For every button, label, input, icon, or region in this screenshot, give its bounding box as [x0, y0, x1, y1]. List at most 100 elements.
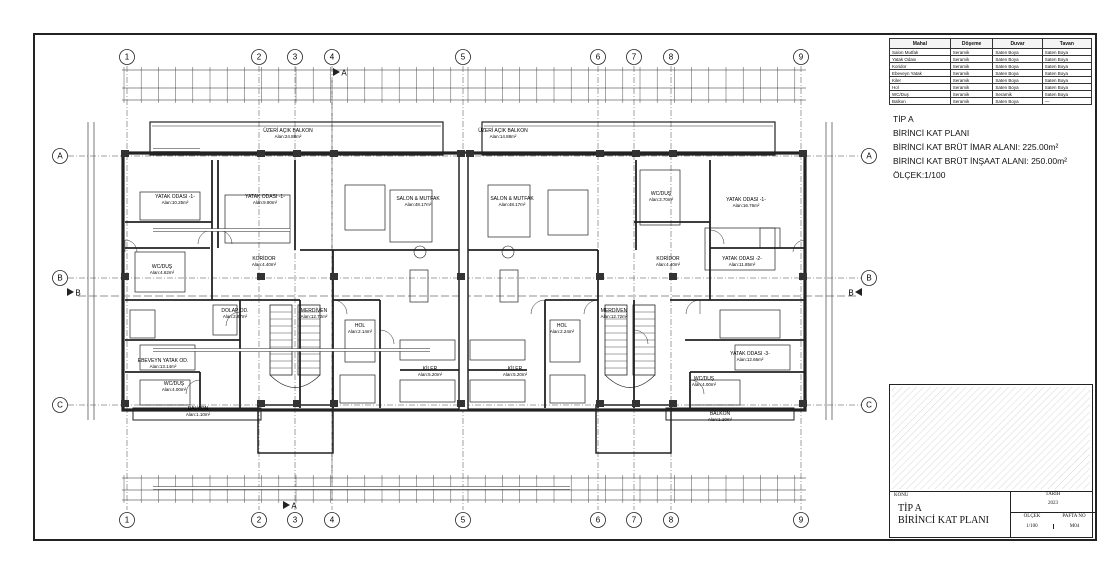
grid-bubble [251, 49, 267, 65]
finish-schedule-cell: Saten Boya [1041, 55, 1093, 63]
room-area: Alan:48.17m² [405, 202, 432, 207]
finish-schedule-cell: Saten Boya [1041, 48, 1093, 56]
grid-bubble [455, 49, 471, 65]
door-swing [633, 329, 649, 345]
grid-column-label: 1 [125, 516, 130, 525]
stair-landing [269, 374, 321, 388]
stair-landing [604, 374, 656, 388]
finish-schedule-cell: Seramik [949, 62, 994, 70]
grid-row-label: A [57, 152, 63, 161]
door-swing [185, 379, 201, 395]
kitchen-counter [469, 339, 526, 361]
sheet-border [33, 33, 1097, 541]
finish-schedule-cell: Saten Boya [1041, 76, 1093, 84]
bed [704, 227, 776, 271]
bathroom-fixtures [139, 379, 191, 406]
room-name: YATAK ODASI -1- [245, 194, 285, 200]
bed [719, 309, 781, 339]
structural-column [330, 273, 338, 280]
grid-bubble [324, 512, 340, 528]
structural-column [596, 400, 604, 407]
room-name: KİLER [508, 365, 523, 372]
section-mark-label: B [848, 289, 853, 298]
door-swing [225, 311, 241, 327]
finish-schedule-cell: Balkon [889, 97, 951, 105]
balcony-outline [132, 407, 262, 421]
room-name: SALON & MUTFAK [490, 196, 534, 202]
col-header-tavan: Tavan [1041, 38, 1093, 49]
room-name: MERDİVEN [601, 307, 628, 314]
structural-column [799, 273, 807, 280]
grid-bubble [590, 512, 606, 528]
grid-column-label: 9 [799, 516, 804, 525]
kitchen-island [499, 269, 519, 303]
grid-column-label: 2 [257, 53, 262, 62]
pafta-value: M04 [1053, 524, 1095, 529]
grid-bubble [52, 397, 68, 413]
finish-schedule-cell: Saten Boya [992, 69, 1043, 77]
wardrobe [129, 309, 156, 339]
finish-schedule-cell: Salon Mutfak [889, 48, 951, 56]
sofa [344, 184, 386, 231]
grid-bubble [793, 512, 809, 528]
room-name: BALKON [710, 411, 731, 417]
structural-column [799, 400, 807, 407]
structural-column [457, 150, 465, 157]
room-name: YATAK ODASI -2- [722, 256, 762, 262]
drawing-title-floor: BİRİNCİ KAT PLANI [898, 515, 989, 526]
note-type: TİP A [893, 114, 914, 124]
toilet-room [549, 319, 581, 363]
grid-column-label: 8 [669, 53, 674, 62]
pafta-label: PAFTA NO [1062, 514, 1086, 519]
finish-schedule-cell: WC/Duş [889, 90, 951, 98]
structural-column [669, 273, 677, 280]
room-name: BALKON [188, 406, 209, 412]
bathroom-fixtures [639, 169, 681, 226]
door-swing [124, 239, 138, 253]
grid-bubble [663, 49, 679, 65]
section-mark-arrow [283, 501, 290, 509]
wardrobe [759, 227, 781, 249]
room-area: Alan:1.10m² [708, 417, 733, 422]
structural-column [293, 400, 301, 407]
room-area: Alan:12.72m² [301, 314, 328, 319]
finish-schedule-cell: Seramik [992, 90, 1043, 98]
finish-schedule-cell: Seramik [949, 69, 994, 77]
section-mark-arrow [333, 68, 340, 76]
balcony-outline [665, 407, 795, 421]
party-wall [458, 152, 469, 411]
finish-schedule-cell: Seramik [949, 97, 994, 105]
structural-column [257, 400, 265, 407]
structural-column [457, 400, 465, 407]
grid-column-label: 4 [330, 516, 335, 525]
title-block-logo-area [890, 385, 1092, 492]
room-area: Alan:4.00m² [162, 387, 187, 392]
grid-column-label: 5 [461, 516, 466, 525]
finish-schedule-cell: Seramik [949, 48, 994, 56]
finish-schedule-cell: Saten Boya [992, 76, 1043, 84]
room-area: Alan:5.20m² [418, 372, 443, 377]
room-area: Alan:16.76m² [733, 203, 760, 208]
bed [224, 194, 291, 244]
structural-column [596, 150, 604, 157]
structural-column [257, 273, 265, 280]
room-area: Alan:3.70m² [649, 197, 674, 202]
konu-label: KONU [894, 493, 909, 498]
note-construction-area: BİRİNCİ KAT BRÜT İNŞAAT ALANI: 250.00m² [893, 156, 1067, 166]
section-mark-label: B [75, 289, 80, 298]
finish-schedule-cell: Seramik [949, 90, 994, 98]
finish-schedule-cell: Saten Boya [1041, 62, 1093, 70]
structural-column [330, 400, 338, 407]
door-swing [583, 299, 599, 315]
dining-table [413, 245, 427, 259]
room-area: Alan:4.40m² [252, 262, 277, 267]
grid-column-label: 3 [293, 516, 298, 525]
note-scale: ÖLÇEK:1/100 [893, 170, 946, 180]
